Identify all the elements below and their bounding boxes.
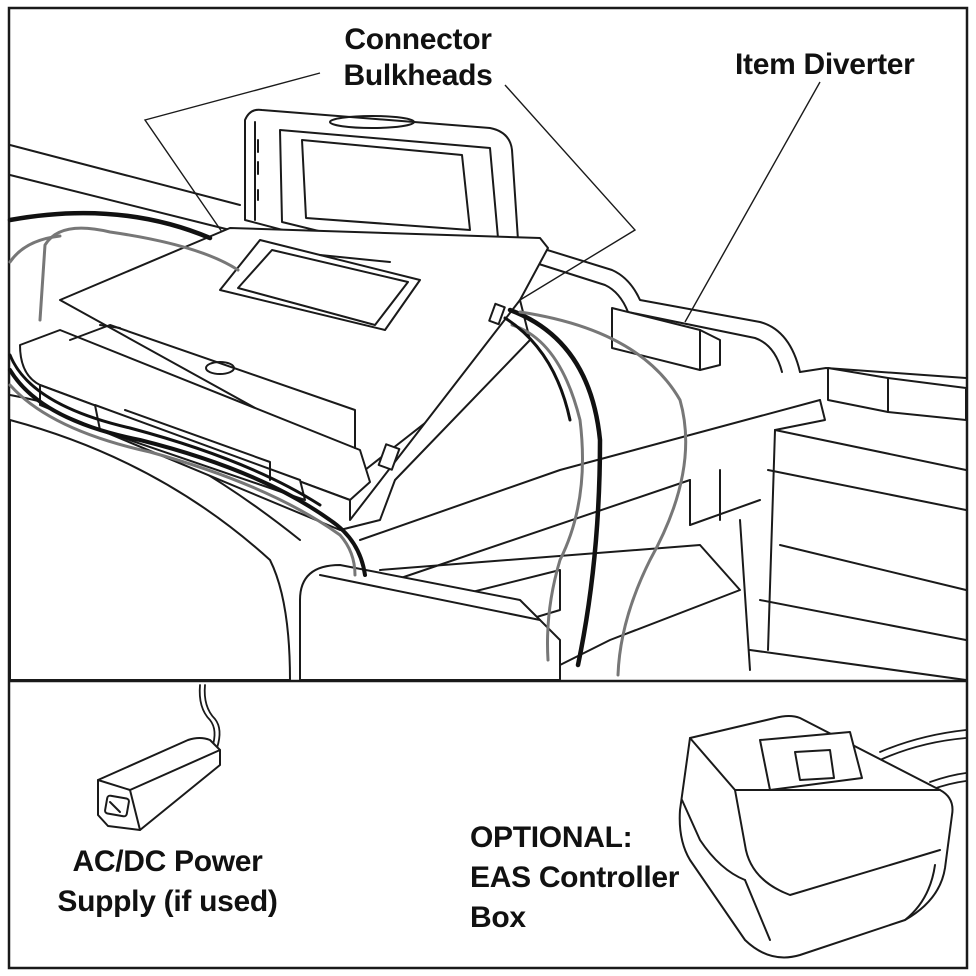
cables [7,210,688,677]
label-eas-box: OPTIONAL: EAS Controller Box [470,818,679,938]
side-cabinet [749,399,967,681]
label-power-supply-line2: Supply (if used) [57,885,278,918]
power-supply-unit [97,684,221,831]
counter-surface [9,394,821,681]
label-connector-bulkheads-line2: Bulkheads [343,59,493,92]
leader-connector-left [143,72,321,233]
label-power-supply-line1: AC/DC Power [72,845,263,878]
leader-lines [143,72,821,323]
label-eas-box-line1: OPTIONAL: [470,821,633,854]
label-item-diverter: Item Diverter [735,48,915,81]
leader-connector-right [504,84,637,301]
front-panel [9,419,561,681]
eas-controller-box [678,715,967,959]
label-eas-box-line2: EAS Controller [470,861,680,894]
leader-item-diverter [684,81,821,323]
label-power-supply: AC/DC Power Supply (if used) [20,842,315,922]
label-connector-bulkheads: Connector Bulkheads [318,22,518,94]
checkout-counter-scene [7,108,967,681]
item-diverter [611,307,967,421]
label-eas-box-line3: Box [470,901,526,934]
label-connector-bulkheads-line1: Connector [344,23,492,56]
